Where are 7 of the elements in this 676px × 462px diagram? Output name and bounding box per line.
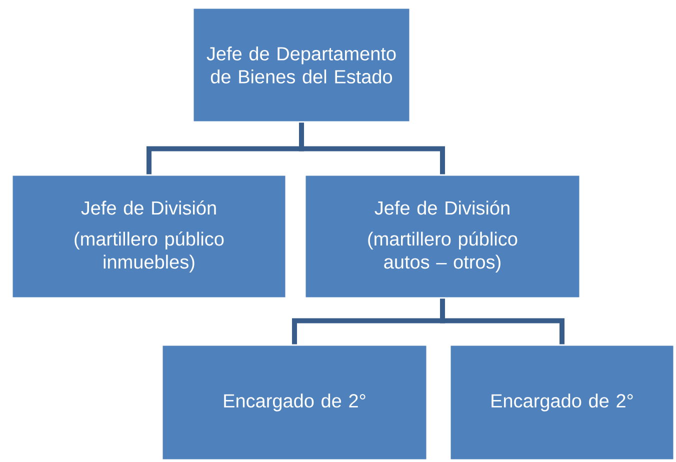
org-box: Jefe de División (martillero público inmuebles) [11, 174, 287, 299]
org-box: Jefe de División (martillero público autos – otros) [304, 174, 581, 299]
connector [440, 298, 564, 344]
org-box: Jefe de Departamento de Bienes del Estado [192, 7, 411, 123]
org-box: Encargado de 2° [161, 344, 428, 461]
connector [299, 122, 445, 174]
org-box: Encargado de 2° [449, 344, 675, 461]
